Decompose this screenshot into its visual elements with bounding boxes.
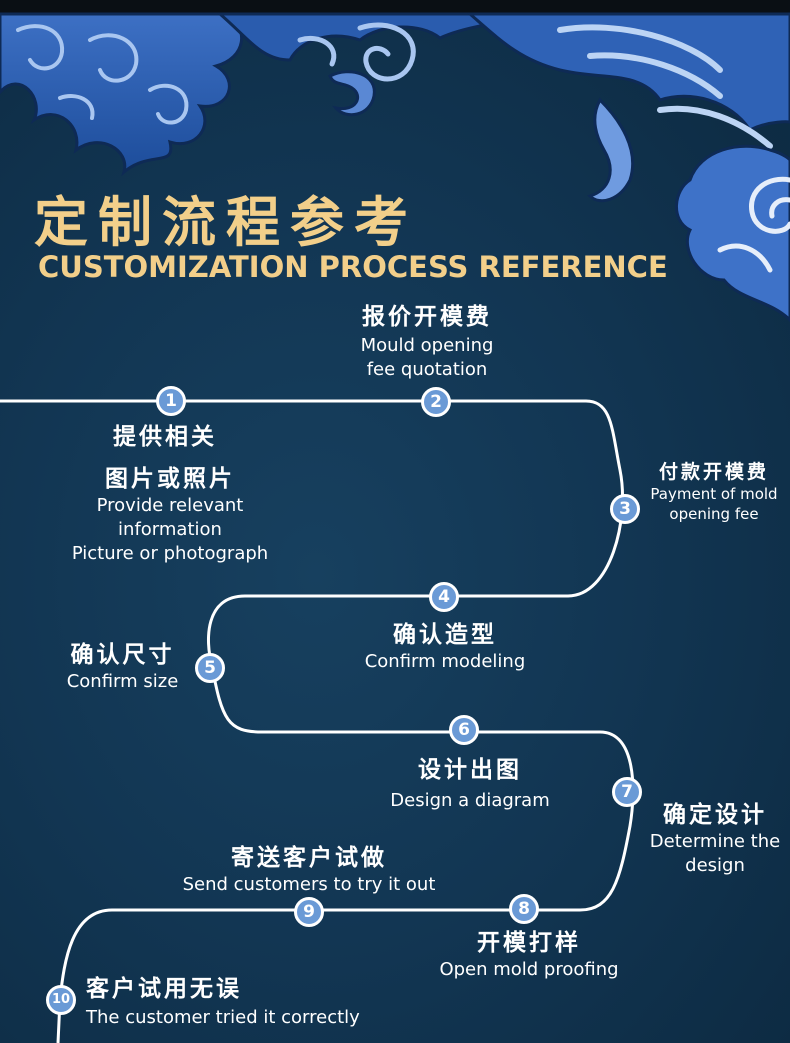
step-3-en-line-2: opening fee <box>669 505 759 523</box>
step-9-marker: 9 <box>294 897 324 927</box>
step-1-en-line-3: Picture or photograph <box>71 543 269 564</box>
step-4-label: 确认造型 Confirm modeling <box>345 620 545 674</box>
step-1-cn-line-1: 提供相关 <box>113 423 217 450</box>
step-7-cn-line-1: 确定设计 <box>663 801 767 828</box>
step-5-cn-line-1: 确认尺寸 <box>70 641 175 668</box>
step-10-label: 客户试用无误 The customer tried it correctly <box>86 974 426 1030</box>
page-title-chinese: 定制流程参考 <box>34 190 418 254</box>
step-7-en-line-2: design <box>685 855 745 876</box>
step-5-marker: 5 <box>195 653 225 683</box>
step-3-label: 付款开模费 Payment of mold opening fee <box>640 460 788 524</box>
step-2-marker: 2 <box>421 387 451 417</box>
step-8-label: 开模打样 Open mold proofing <box>420 928 638 982</box>
step-2-label: 报价开模费 Mould opening fee quotation <box>332 302 522 382</box>
step-2-cn-line-1: 报价开模费 <box>362 303 492 330</box>
step-10-cn-line-1: 客户试用无误 <box>86 975 242 1002</box>
step-4-cn-line-1: 确认造型 <box>393 621 497 648</box>
step-2-en-line-1: Mould opening <box>360 335 494 356</box>
step-10-en-line-1: The customer tried it correctly <box>86 1007 360 1028</box>
step-7-en-line-1: Determine the <box>649 831 781 852</box>
step-1-marker: 1 <box>156 386 186 416</box>
step-1-label: 提供相关 图片或照片 Provide relevant information … <box>40 422 300 566</box>
step-3-marker: 3 <box>610 494 640 524</box>
step-6-cn-line-1: 设计出图 <box>418 756 522 783</box>
step-6-marker: 6 <box>449 715 479 745</box>
step-5-label: 确认尺寸 Confirm size <box>50 640 195 694</box>
step-6-label: 设计出图 Design a diagram <box>370 755 570 813</box>
step-5-en-line-1: Confirm size <box>66 671 179 692</box>
step-8-cn-line-1: 开模打样 <box>477 929 581 956</box>
step-6-en-line-1: Design a diagram <box>390 790 550 811</box>
step-1-en-line-1: Provide relevant <box>96 495 244 516</box>
top-strip <box>0 0 790 14</box>
step-9-cn-line-1: 寄送客户试做 <box>231 844 387 871</box>
step-4-en-line-1: Confirm modeling <box>364 651 526 672</box>
step-1-cn-line-2: 图片或照片 <box>105 465 235 492</box>
step-9-en-line-1: Send customers to try it out <box>182 874 436 895</box>
wave-cloud-decoration <box>0 12 790 323</box>
step-2-en-line-2: fee quotation <box>366 359 488 380</box>
step-3-en-line-1: Payment of mold <box>650 485 778 503</box>
step-7-marker: 7 <box>612 777 642 807</box>
step-4-marker: 4 <box>429 582 459 612</box>
step-3-cn-line-1: 付款开模费 <box>658 461 769 483</box>
step-8-marker: 8 <box>509 894 539 924</box>
page-title-english: CUSTOMIZATION PROCESS REFERENCE <box>38 250 668 284</box>
step-10-marker: 10 <box>46 985 76 1015</box>
step-7-label: 确定设计 Determine the design <box>640 800 790 878</box>
step-1-en-line-2: information <box>118 519 222 540</box>
step-9-label: 寄送客户试做 Send customers to try it out <box>150 843 468 897</box>
step-8-en-line-1: Open mold proofing <box>439 959 619 980</box>
